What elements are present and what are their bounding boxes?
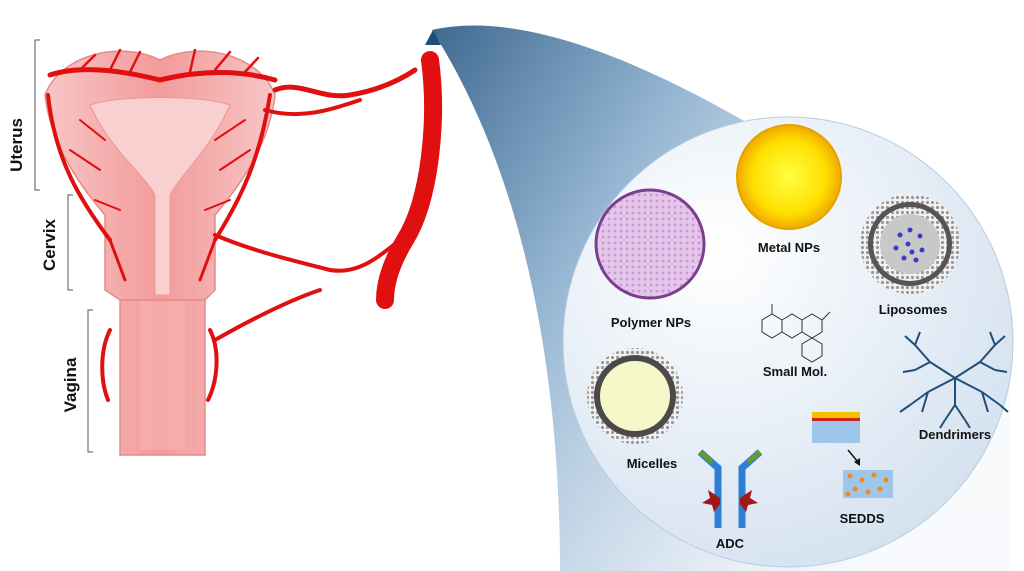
metal-nps-label: Metal NPs [758, 240, 820, 255]
micelle-icon [587, 348, 683, 444]
dendrimer-icon [899, 331, 1009, 429]
micelles-label: Micelles [627, 456, 678, 471]
vagina-label: Vagina [61, 357, 80, 412]
small-mol-label: Small Mol. [763, 364, 827, 379]
cervix-label: Cervix [40, 218, 59, 271]
arrow-icon [425, 30, 441, 45]
reproductive-anatomy [44, 30, 442, 456]
metal-np-icon [736, 124, 842, 230]
sedds-icon [812, 412, 893, 498]
polymer-nps-label: Polymer NPs [611, 315, 691, 330]
sedds-label: SEDDS [840, 511, 885, 526]
liposome-icon [860, 194, 960, 294]
main-artery [213, 51, 442, 342]
zoom-callout [432, 25, 1014, 571]
adc-icon [697, 449, 763, 528]
adc-label: ADC [716, 536, 745, 551]
polymer-np-icon [594, 188, 706, 300]
dendrimers-label: Dendrimers [919, 427, 991, 442]
uterine-vessels [46, 48, 278, 402]
uterus-label: Uterus [7, 118, 26, 172]
region-brackets [34, 39, 93, 453]
small-molecule-icon [761, 304, 831, 363]
liposomes-label: Liposomes [879, 302, 948, 317]
